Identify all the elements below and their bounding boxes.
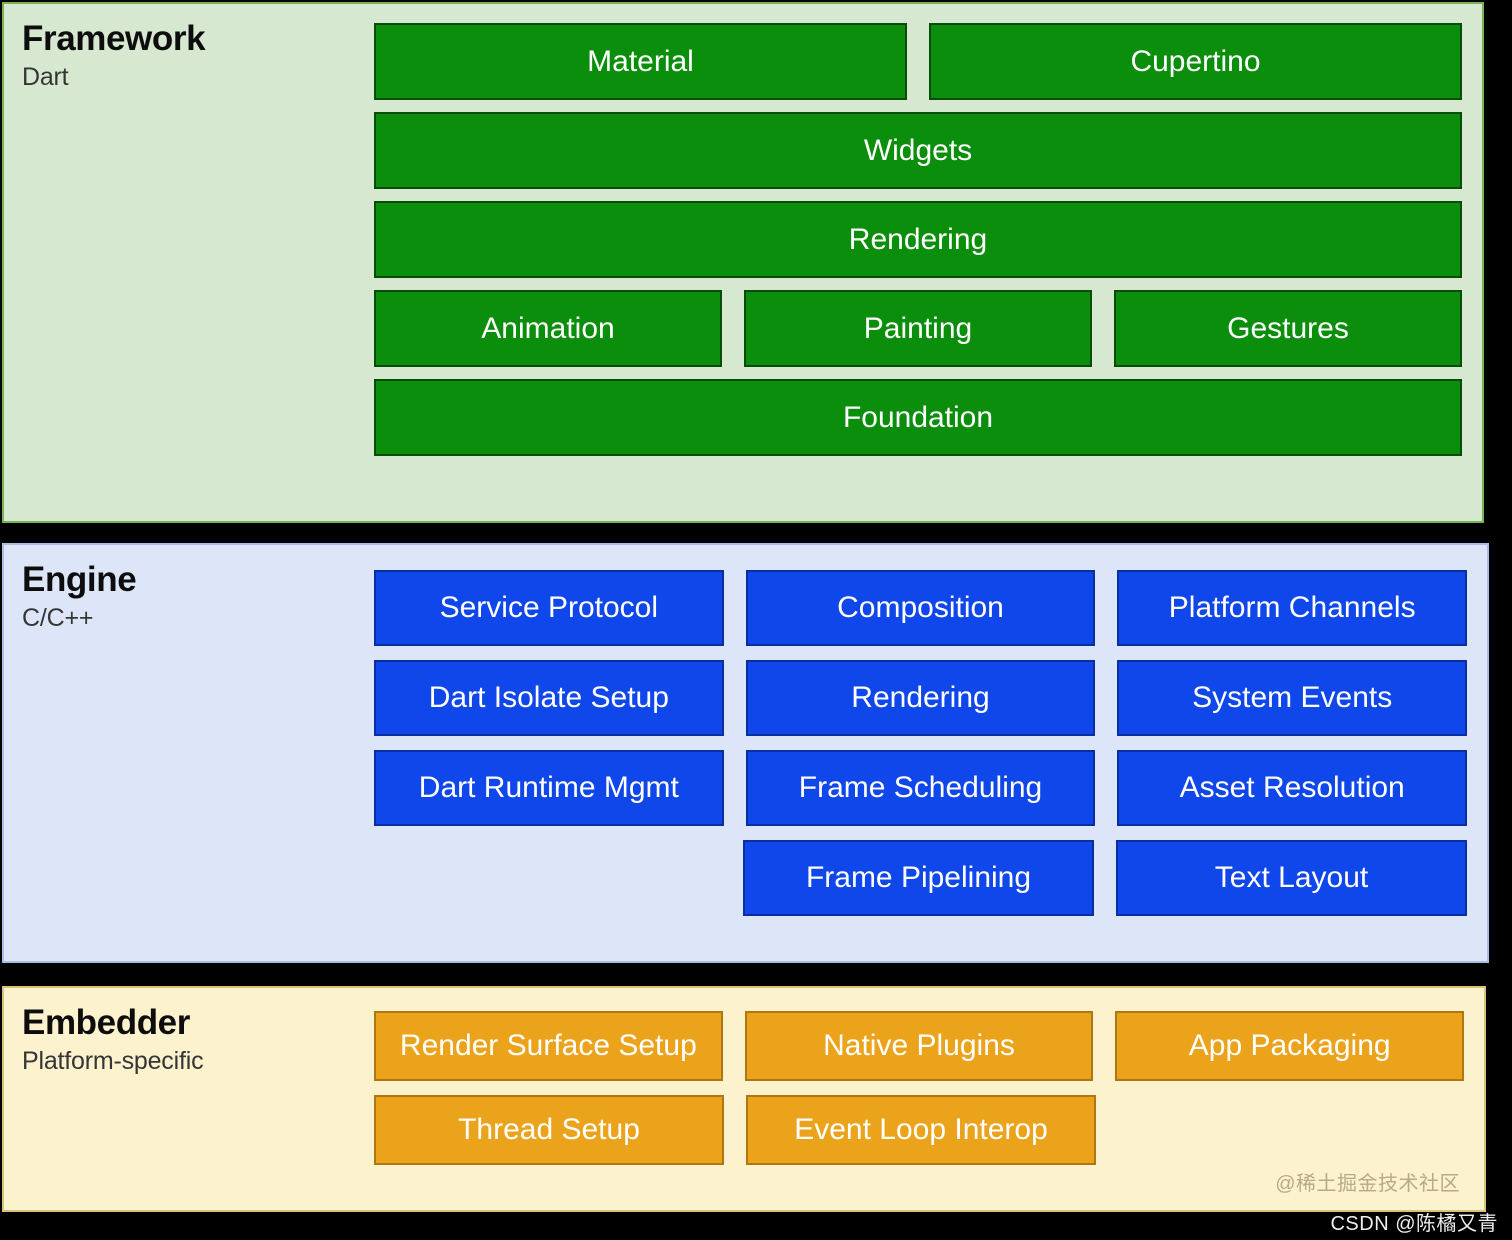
- box-row: Material Cupertino: [374, 23, 1462, 100]
- box-foundation[interactable]: Foundation: [374, 379, 1462, 456]
- box-rendering-engine[interactable]: Rendering: [745, 660, 1096, 736]
- box-material[interactable]: Material: [374, 23, 907, 100]
- layer-embedder-subtitle: Platform-specific: [22, 1047, 204, 1076]
- layer-engine-label: Engine C/C++: [4, 545, 374, 635]
- layer-framework-label: Framework Dart: [4, 4, 374, 94]
- box-cupertino[interactable]: Cupertino: [929, 23, 1462, 100]
- box-text-layout[interactable]: Text Layout: [1116, 840, 1467, 916]
- box-row: Animation Painting Gestures: [374, 290, 1462, 367]
- box-dart-isolate-setup[interactable]: Dart Isolate Setup: [374, 660, 724, 736]
- box-animation[interactable]: Animation: [374, 290, 722, 367]
- layer-framework-boxes: Material Cupertino Widgets Rendering Ani…: [374, 4, 1482, 456]
- layer-framework: Framework Dart Material Cupertino Widget…: [2, 2, 1484, 523]
- layer-framework-title: Framework: [22, 19, 206, 58]
- box-native-plugins[interactable]: Native Plugins: [744, 1011, 1094, 1081]
- box-row: Dart Runtime Mgmt Frame Scheduling Asset…: [374, 750, 1468, 826]
- box-painting[interactable]: Painting: [744, 290, 1092, 367]
- layer-embedder-title: Embedder: [22, 1003, 190, 1042]
- layer-embedder: Embedder Platform-specific Render Surfac…: [2, 986, 1486, 1212]
- box-row: Render Surface Setup Native Plugins App …: [374, 1011, 1465, 1081]
- box-row: Service Protocol Composition Platform Ch…: [374, 570, 1468, 646]
- box-row: Widgets: [374, 112, 1462, 189]
- box-render-surface-setup[interactable]: Render Surface Setup: [374, 1011, 723, 1081]
- layer-embedder-label: Embedder Platform-specific: [4, 988, 374, 1078]
- box-asset-resolution[interactable]: Asset Resolution: [1117, 750, 1468, 826]
- box-row: Thread Setup Event Loop Interop: [374, 1095, 1464, 1165]
- box-row: Dart Isolate Setup Rendering System Even…: [374, 660, 1468, 736]
- watermark-juejin: @稀土掘金技术社区: [1275, 1173, 1460, 1195]
- layer-embedder-boxes: Render Surface Setup Native Plugins App …: [374, 988, 1484, 1165]
- box-app-packaging[interactable]: App Packaging: [1115, 1011, 1465, 1081]
- layer-engine-title: Engine: [22, 560, 137, 599]
- box-composition[interactable]: Composition: [745, 570, 1096, 646]
- layer-engine-subtitle: C/C++: [22, 604, 94, 633]
- box-frame-pipelining[interactable]: Frame Pipelining: [743, 840, 1094, 916]
- box-gestures[interactable]: Gestures: [1114, 290, 1462, 367]
- box-rendering-framework[interactable]: Rendering: [374, 201, 1462, 278]
- box-system-events[interactable]: System Events: [1117, 660, 1468, 736]
- box-row: Foundation: [374, 379, 1462, 456]
- box-thread-setup[interactable]: Thread Setup: [374, 1095, 724, 1165]
- box-row: Frame Pipelining Text Layout: [374, 840, 1467, 916]
- watermark-csdn: CSDN @陈橘又青: [1330, 1213, 1498, 1235]
- box-frame-scheduling[interactable]: Frame Scheduling: [745, 750, 1096, 826]
- box-row: Rendering: [374, 201, 1462, 278]
- box-event-loop-interop[interactable]: Event Loop Interop: [746, 1095, 1096, 1165]
- box-service-protocol[interactable]: Service Protocol: [374, 570, 724, 646]
- layer-engine-boxes: Service Protocol Composition Platform Ch…: [374, 545, 1487, 916]
- layer-engine: Engine C/C++ Service Protocol Compositio…: [2, 543, 1489, 963]
- box-platform-channels[interactable]: Platform Channels: [1117, 570, 1468, 646]
- box-widgets[interactable]: Widgets: [374, 112, 1462, 189]
- box-dart-runtime-mgmt[interactable]: Dart Runtime Mgmt: [374, 750, 724, 826]
- layer-framework-subtitle: Dart: [22, 63, 69, 92]
